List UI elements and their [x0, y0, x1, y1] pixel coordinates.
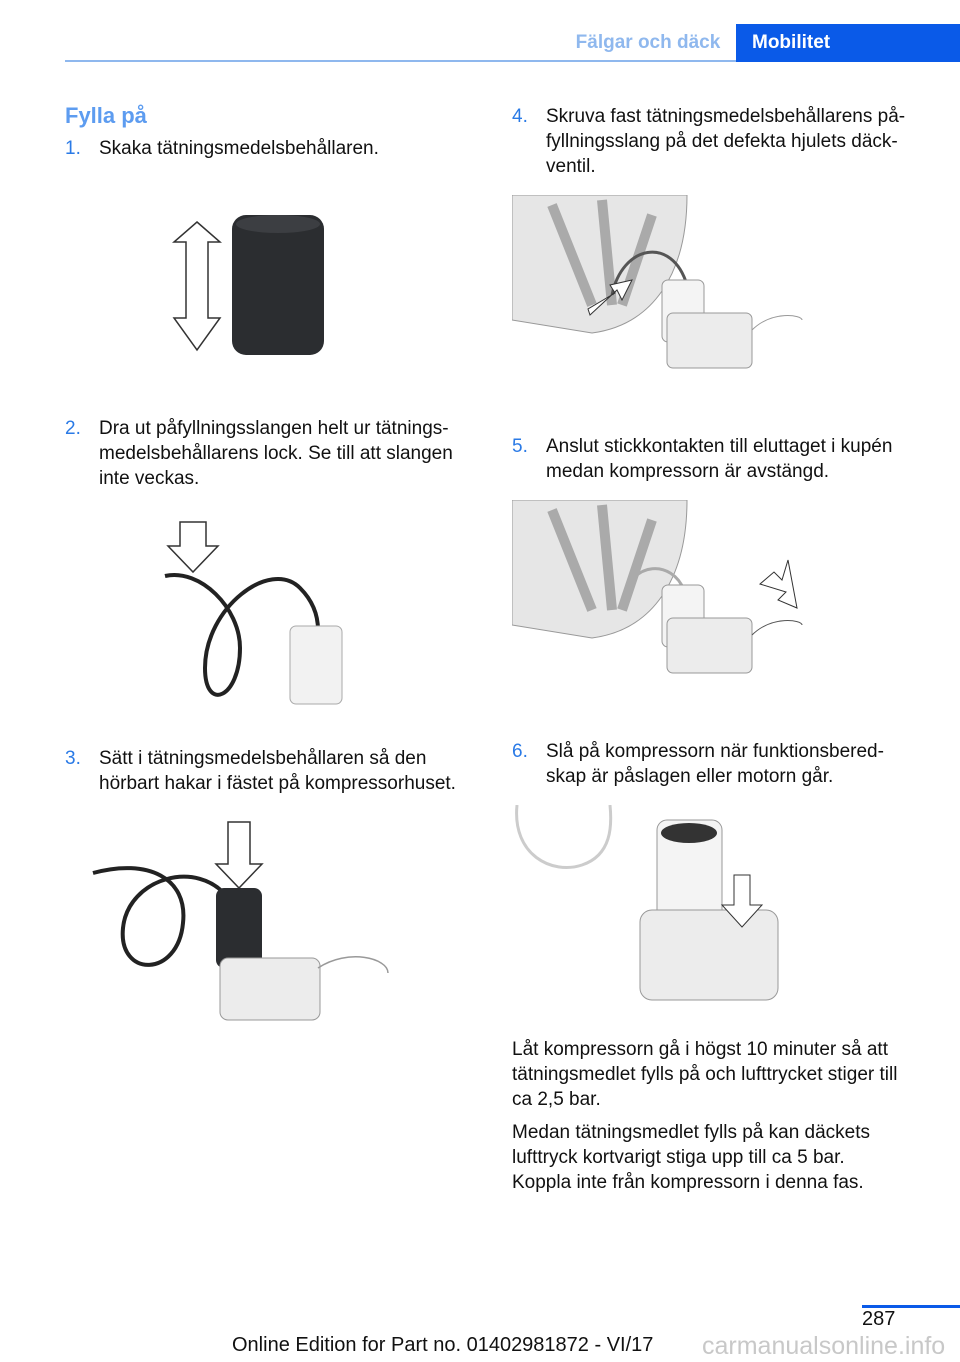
- step-number: 6.: [512, 741, 528, 762]
- step-number: 1.: [65, 138, 81, 159]
- header-divider: [65, 60, 960, 62]
- step-number: 5.: [512, 436, 528, 457]
- step-number: 4.: [512, 106, 528, 127]
- step-text: hörbart hakar i fästet på kompressorhuse…: [99, 773, 456, 794]
- page-number-rule: [862, 1305, 960, 1308]
- step-text: Anslut stickkontakten till eluttaget i k…: [546, 436, 893, 457]
- step-text: Skruva fast tätningsmedelsbehållarens på…: [546, 106, 906, 127]
- tab-falgar-och-dack[interactable]: Fälgar och däck: [575, 32, 721, 53]
- para-text: lufttryck kortvarigt stiga upp till ca 5…: [512, 1147, 845, 1168]
- section-title: Fylla på: [65, 103, 147, 128]
- para-text: ca 2,5 bar.: [512, 1089, 601, 1110]
- step-number: 2.: [65, 418, 81, 439]
- step-text: medelsbehållarens lock. Se till att slan…: [99, 443, 453, 464]
- step-text: Dra ut påfyllningsslangen helt ur tätnin…: [99, 418, 449, 439]
- para-text: tätningsmedlet fylls på och lufttrycket …: [512, 1064, 898, 1085]
- plug-socket-illustration: [512, 500, 803, 674]
- paragraph-duration: Låt kompressorn gå i högst 10 minuter så…: [512, 1037, 952, 1112]
- footer-edition: Online Edition for Part no. 01402981872 …: [232, 1334, 654, 1356]
- step-text: Slå på kompressorn när funktionsbered-: [546, 741, 884, 762]
- connect-valve-illustration: [512, 195, 803, 369]
- paragraph-pressure-warning: Medan tätningsmedlet fylls på kan däcket…: [512, 1120, 952, 1195]
- step-text: inte veckas.: [99, 468, 200, 489]
- shake-container-illustration: [171, 215, 324, 355]
- insert-container-illustration: [92, 821, 389, 1021]
- step-text: skap är påslagen eller motorn går.: [546, 766, 834, 787]
- para-text: Koppla inte från kompressorn i denna fas…: [512, 1172, 864, 1193]
- step-text: Skaka tätningsmedelsbehållaren.: [99, 138, 379, 159]
- step-text: Sätt i tätningsmedelsbehållaren så den: [99, 748, 427, 769]
- step-text: fyllningsslang på det defekta hjulets dä…: [546, 131, 898, 152]
- tab-mobilitet[interactable]: Mobilitet: [736, 24, 960, 62]
- para-text: Låt kompressorn gå i högst 10 minuter så…: [512, 1039, 888, 1060]
- switch-on-compressor-illustration: [515, 805, 779, 1001]
- watermark: carmanualsonline.info: [702, 1332, 946, 1360]
- step-text: medan kompressorn är avstängd.: [546, 461, 830, 482]
- step-text: ventil.: [546, 156, 596, 177]
- para-text: Medan tätningsmedlet fylls på kan däcket…: [512, 1122, 871, 1143]
- step-number: 3.: [65, 748, 81, 769]
- page-number: 287: [862, 1308, 896, 1330]
- hose-pull-illustration: [164, 521, 343, 705]
